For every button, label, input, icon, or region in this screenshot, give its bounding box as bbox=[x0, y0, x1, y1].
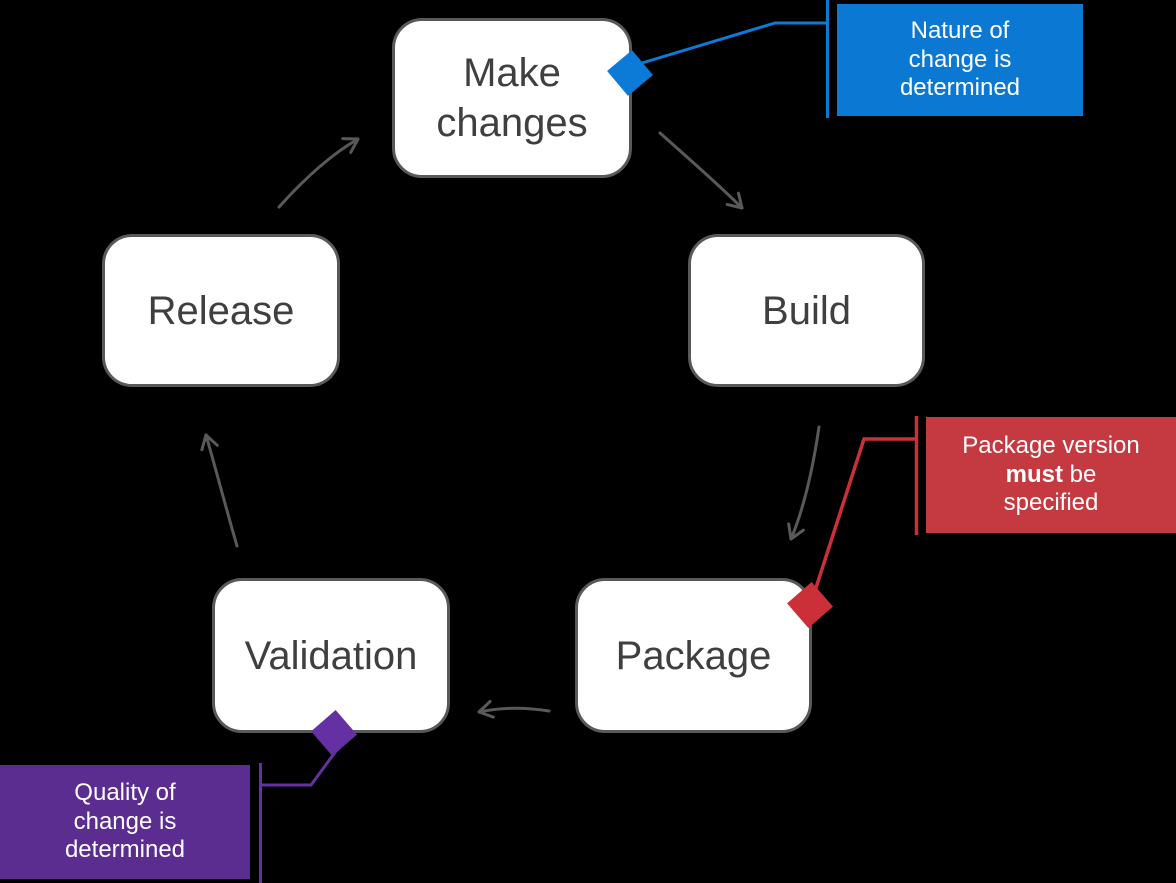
node-label: Release bbox=[147, 288, 295, 333]
node-build: Build bbox=[688, 234, 925, 387]
node-package: Package bbox=[575, 578, 812, 733]
callout-nature-of-change: Nature of change is determined bbox=[837, 4, 1083, 116]
node-label: Make changes bbox=[436, 51, 588, 145]
bold-word: must bbox=[1005, 460, 1063, 488]
arrow-make-changes-to-build bbox=[658, 131, 744, 210]
arrow-release-to-make-changes bbox=[277, 137, 360, 209]
node-release: Release bbox=[102, 234, 340, 387]
node-label: Build bbox=[762, 288, 851, 333]
node-label: Package bbox=[615, 633, 772, 678]
red-connector-line bbox=[811, 437, 915, 598]
arrow-build-to-package bbox=[787, 425, 821, 541]
callout-text: Quality of change is determined bbox=[64, 778, 186, 864]
callout-text: Nature of change is determined bbox=[899, 16, 1021, 102]
callout-text: Package version must be specified bbox=[962, 431, 1140, 517]
arrow-validation-to-release bbox=[200, 433, 239, 548]
node-validation: Validation bbox=[212, 578, 450, 733]
arrow-package-to-validation bbox=[477, 699, 551, 719]
blue-connector-line bbox=[641, 21, 827, 65]
node-label: Validation bbox=[244, 633, 418, 678]
node-make-changes: Make changes bbox=[392, 18, 632, 178]
callout-package-version: Package version must be specified bbox=[926, 417, 1176, 533]
callout-quality-of-change: Quality of change is determined bbox=[0, 765, 250, 879]
purple-connector-line bbox=[261, 750, 338, 787]
